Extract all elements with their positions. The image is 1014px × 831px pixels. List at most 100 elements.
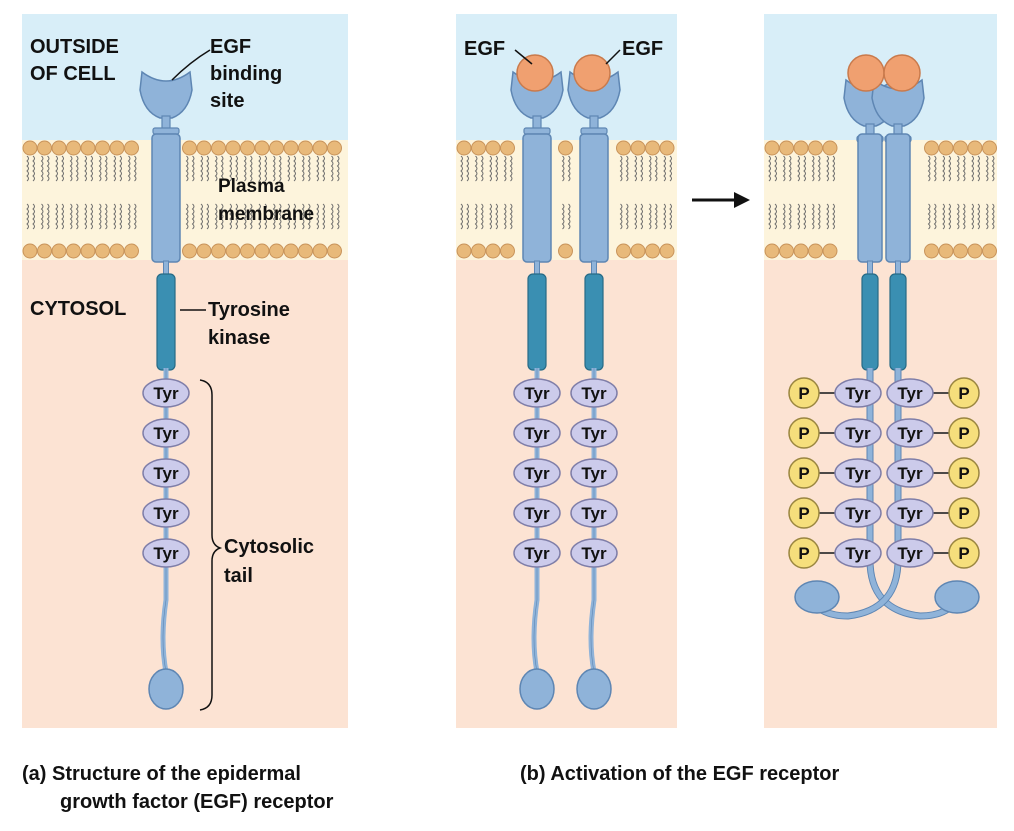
lipid-tail — [977, 155, 980, 182]
tyr-residue — [570, 498, 618, 528]
lipid-head — [182, 140, 197, 156]
lipid-tail — [803, 155, 806, 182]
lipid-head — [616, 243, 631, 259]
lipid-tail — [104, 155, 108, 182]
lipid-tail — [495, 155, 498, 182]
lipid-tail — [480, 155, 484, 182]
lipid-tail — [991, 155, 995, 182]
egf-label-left: EGF — [464, 38, 505, 60]
lipid-head — [312, 140, 328, 156]
outside-label-2: OF CELL — [30, 63, 116, 85]
lipid-head — [938, 243, 954, 259]
lipid-head — [793, 140, 809, 156]
lipid-tail — [26, 155, 29, 182]
lipid-tail — [46, 203, 50, 230]
lipid-tail — [948, 155, 951, 182]
tyr-residue-label: Tyr — [845, 384, 871, 403]
tyr-residue — [834, 458, 882, 488]
plasma-membrane-b2 — [764, 140, 997, 259]
lipid-tail — [619, 203, 623, 230]
lipid-tail — [90, 155, 93, 182]
lipid-tail — [561, 203, 565, 230]
lipid-tail — [214, 155, 218, 182]
lipid-tail — [104, 203, 108, 230]
lipid-tail — [956, 203, 960, 230]
tyr-residue-label: Tyr — [524, 384, 550, 403]
lipid-tail — [336, 203, 340, 230]
lipid-tail — [817, 203, 821, 230]
cytosolic-tail-outline — [162, 368, 167, 673]
lipid-head — [66, 243, 81, 259]
tyr-residue — [142, 538, 190, 568]
lipid-head — [124, 140, 139, 156]
tyrosine-kinase-domain — [889, 273, 907, 371]
lipid-tail — [811, 203, 815, 230]
lipid-tail — [229, 203, 232, 230]
lipid-head — [95, 140, 110, 156]
lipid-head — [558, 243, 573, 259]
egf-ligand — [573, 54, 611, 92]
phosphate-group — [788, 377, 820, 409]
lipid-tail — [307, 203, 311, 230]
lipid-tail — [258, 155, 261, 182]
egf-ligand — [883, 54, 921, 92]
lipid-tail — [797, 155, 800, 182]
lipid-head — [485, 140, 501, 156]
lipid-tail — [69, 203, 73, 230]
egf-ligand — [847, 54, 885, 92]
tyrosine-kinase-domain — [861, 273, 879, 371]
lipid-tail — [634, 203, 637, 230]
lipid-head — [37, 140, 52, 156]
lipid-head — [558, 140, 573, 156]
phosphate-group — [788, 537, 820, 569]
lipid-tail — [191, 203, 195, 230]
lipid-tail — [287, 203, 290, 230]
lipid-tail — [567, 203, 571, 230]
lipid-head — [66, 140, 81, 156]
tyr-residue-label: Tyr — [524, 424, 550, 443]
caption-a-line-2: growth factor (EGF) receptor — [60, 791, 334, 813]
tyr-residue-label: Tyr — [897, 504, 923, 523]
phosphate-group — [948, 537, 980, 569]
egf-ligand — [516, 54, 554, 92]
lipid-tail — [32, 203, 35, 230]
lipid-tail — [503, 155, 507, 182]
outside-label-1: OUTSIDE — [30, 36, 119, 58]
tyr-residue-label: Tyr — [524, 464, 550, 483]
lipid-tail — [322, 155, 325, 182]
binding-label-1: EGF — [210, 36, 251, 58]
lipid-tail — [235, 203, 238, 230]
lipid-head — [982, 140, 997, 156]
lipid-head — [283, 140, 299, 156]
tyr-residue — [834, 498, 882, 528]
lipid-tail — [249, 155, 253, 182]
lipid-tail — [235, 155, 238, 182]
lipid-tail — [625, 203, 629, 230]
lipid-head — [982, 243, 997, 259]
lipid-tail — [287, 155, 290, 182]
lipid-tail — [316, 155, 319, 182]
lipid-tail — [971, 155, 974, 182]
right-arrow-icon — [692, 192, 750, 208]
lipid-head — [327, 243, 342, 259]
binding-label-2: binding — [210, 63, 282, 85]
lipid-tail — [264, 155, 267, 182]
lipid-head — [225, 140, 241, 156]
lipid-head — [793, 243, 809, 259]
lipid-tail — [774, 203, 777, 230]
panel-a — [22, 14, 348, 728]
tyr-residue — [142, 498, 190, 528]
lipid-head — [630, 140, 646, 156]
lipid-head — [659, 243, 675, 259]
lipid-tail — [832, 203, 835, 230]
lipid-tail — [567, 155, 571, 182]
lipid-tail — [84, 155, 87, 182]
lipid-tail — [272, 203, 276, 230]
receptor-collar — [523, 127, 551, 135]
tyr-residue-label: Tyr — [153, 424, 179, 443]
tyr-residue-label: Tyr — [845, 464, 871, 483]
phosphate-label: P — [798, 464, 809, 483]
tyr-residue — [886, 458, 934, 488]
cytosol-label: CYTOSOL — [30, 298, 126, 320]
